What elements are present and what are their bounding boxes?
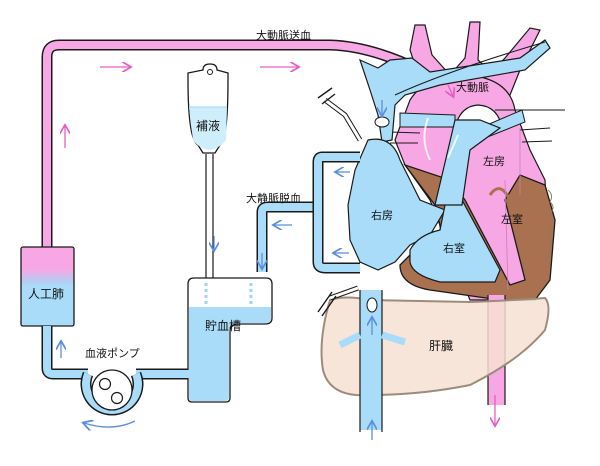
label-liver: 肝臓: [429, 339, 453, 353]
blood-pump: [80, 369, 144, 427]
heart: [347, 21, 565, 301]
fluid-bag: [187, 63, 229, 278]
label-right-atrium: 右房: [371, 208, 393, 222]
right-ventricle-shape: [409, 199, 501, 283]
label-left-atrium: 左房: [483, 155, 505, 168]
pump-rotation-arrow: [84, 421, 136, 427]
label-aorta: 大動脈: [456, 80, 489, 94]
label-left-ventricle: 左室: [501, 212, 523, 226]
arrow-arterial-4: [448, 84, 453, 96]
label-oxygenator: 人工肺: [28, 287, 64, 301]
reservoir: [187, 277, 273, 403]
pump-tubing: [41, 326, 189, 380]
label-aortic-cannula: 大動脈送血: [256, 28, 311, 42]
label-right-ventricle: 右室: [443, 241, 465, 255]
flow-arrows: [61, 67, 495, 440]
fluid-tube: [205, 154, 214, 278]
pericardium-scribble: [545, 189, 554, 261]
label-venous-cannula: 大静脈脱血: [246, 191, 301, 205]
venous-line: [256, 87, 390, 317]
label-blood-pump: 血液ポンプ: [85, 346, 140, 360]
label-reservoir: 貯血槽: [205, 319, 241, 333]
label-fluid-bag: 補液: [196, 118, 220, 133]
